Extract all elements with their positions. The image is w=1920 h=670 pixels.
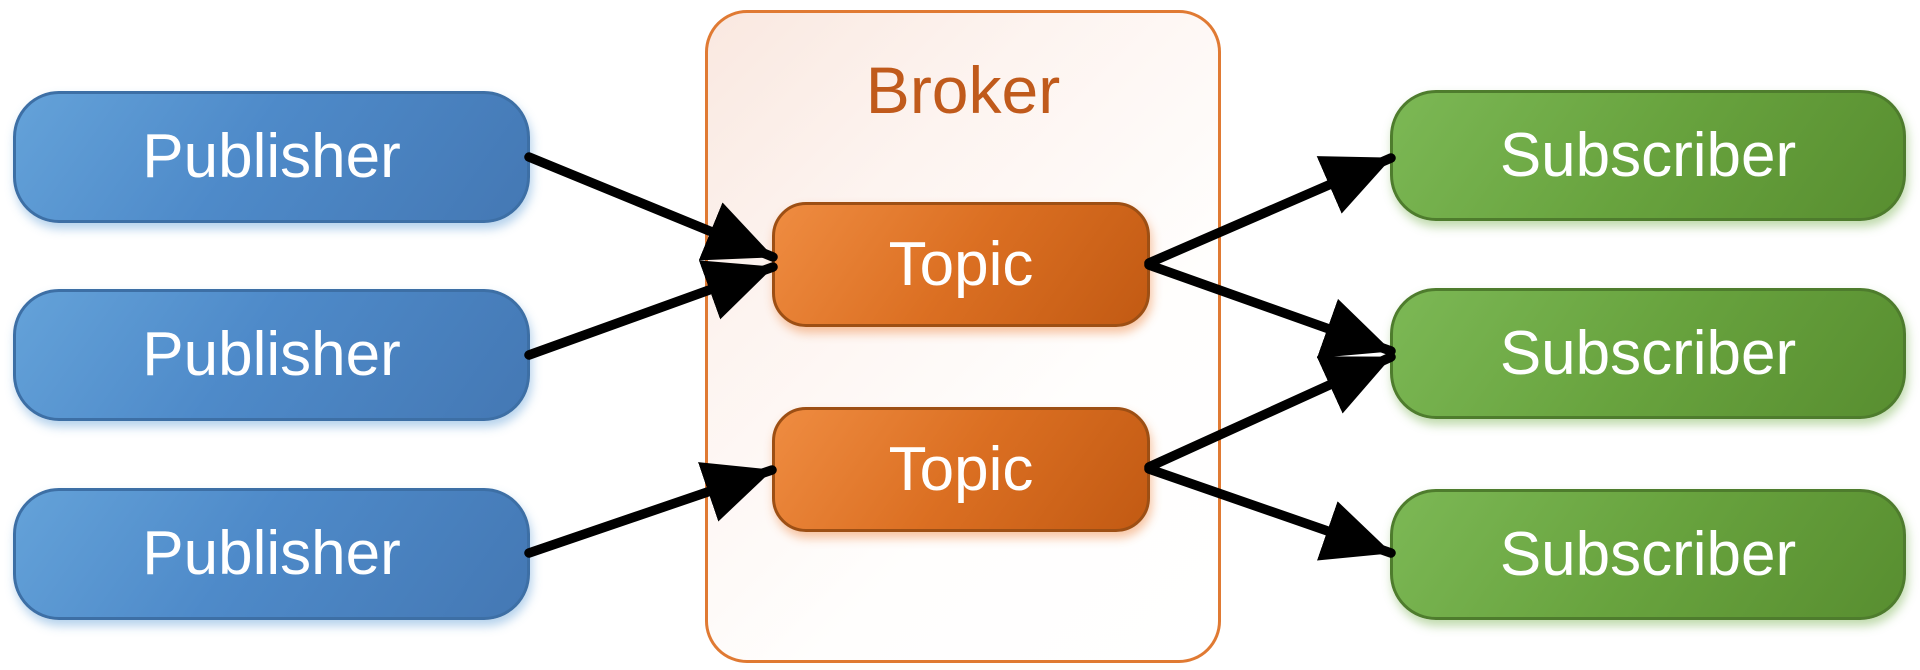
subscriber-label-1: Subscriber — [1499, 120, 1797, 190]
publisher-node-2: Publisher — [13, 289, 530, 421]
topic-node-1: Topic — [772, 202, 1150, 327]
topic-node-2: Topic — [772, 407, 1150, 532]
publisher-label-1: Publisher — [142, 122, 401, 191]
subscriber-label-2: Subscriber — [1499, 318, 1797, 388]
publisher-label-2: Publisher — [142, 320, 401, 389]
topic-label-1: Topic — [888, 229, 1034, 299]
subscriber-label-3: Subscriber — [1499, 519, 1797, 589]
publisher-label-3: Publisher — [142, 519, 401, 588]
subscriber-node-2: Subscriber — [1390, 288, 1906, 419]
publisher-node-3: Publisher — [13, 488, 530, 620]
broker-container: Broker — [705, 10, 1221, 663]
broker-label: Broker — [865, 53, 1061, 127]
subscriber-node-3: Subscriber — [1390, 489, 1906, 620]
publisher-node-1: Publisher — [13, 91, 530, 223]
topic-label-2: Topic — [888, 434, 1034, 504]
subscriber-node-1: Subscriber — [1390, 90, 1906, 221]
